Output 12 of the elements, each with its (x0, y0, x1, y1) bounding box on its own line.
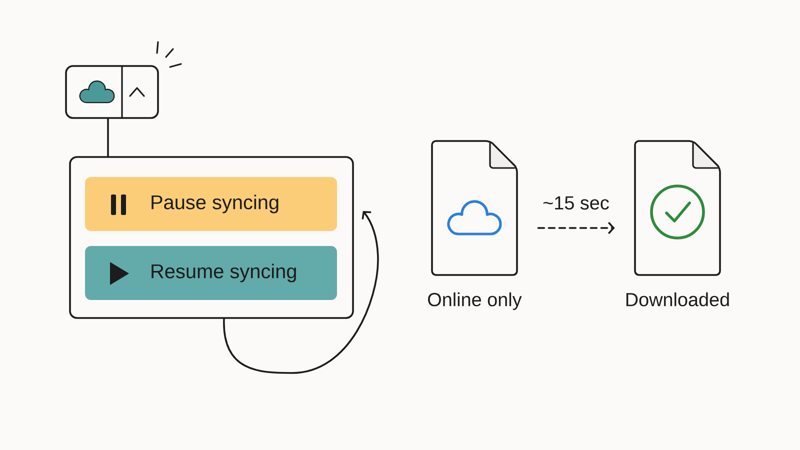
menu-item: Resume syncing (85, 246, 337, 300)
node-label: Online only (428, 292, 522, 310)
edge-label: ~15 sec (542, 195, 610, 211)
document (431, 140, 518, 276)
dashed-arrow (537, 222, 615, 234)
node-label: Downloaded (626, 292, 729, 306)
connector-line (107, 118, 109, 157)
menu-panel (69, 156, 354, 319)
document (634, 140, 721, 276)
curved-arrow (223, 211, 379, 374)
tray-button (65, 65, 159, 119)
menu-item: Pause syncing (85, 177, 337, 231)
